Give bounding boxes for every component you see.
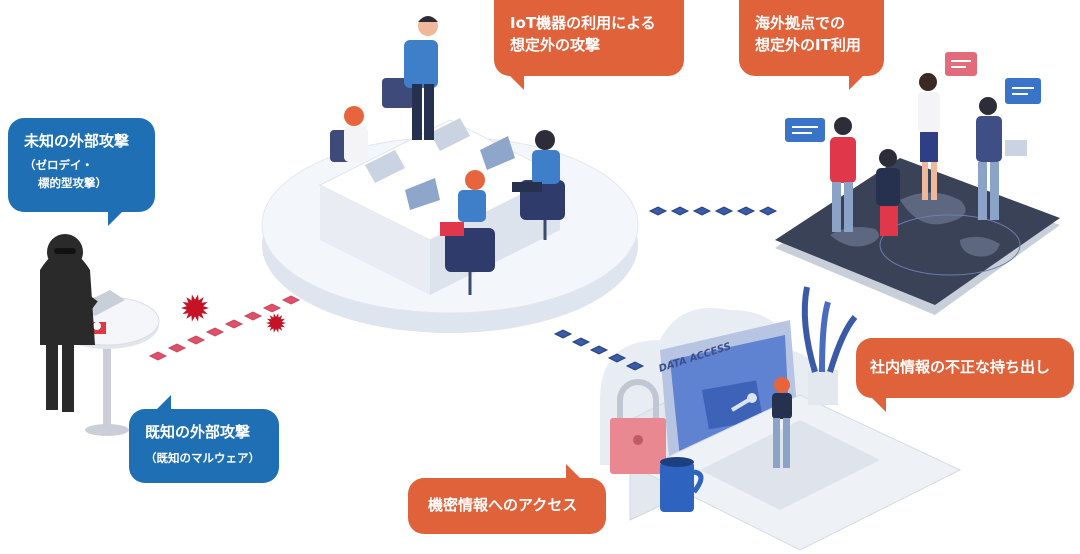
link-square [207,328,223,336]
chat-bubble-icon [785,118,825,142]
virus-icon [181,294,209,321]
overseas-it-line1: 海外拠点での [755,12,884,34]
link-square [738,207,754,215]
world-map-tablet [775,52,1060,315]
person-red-hair [344,106,368,162]
bubble-known-attack: 既知の外部攻撃 （既知のマルウェア） [129,409,279,483]
link-square [591,346,607,354]
overseas-it-line2: 想定外のIT利用 [755,34,884,56]
bubble-unknown-attack: 未知の外部攻撃 （ゼロデイ・ 標的型攻撃） [8,118,155,212]
link-square [169,344,185,352]
data-access-laptop: DATA ACCESS [600,287,960,550]
person-standing-phone [404,16,438,140]
link-square [555,330,571,338]
unknown-attack-sub1: （ゼロデイ・ [24,156,155,174]
chat-bubble-icon [945,52,977,76]
bubble-overseas-it: 海外拠点での 想定外のIT利用 [739,0,884,76]
bubble-confidential-access: 機密情報へのアクセス [408,478,606,534]
virus-icon [266,313,286,332]
link-square [245,312,261,320]
link-square [264,304,280,312]
bubble-iot-attack: IoT機器の利用による 想定外の攻撃 [494,0,684,76]
link-square [283,296,299,304]
link-square [226,320,242,328]
plant-icon [805,287,855,405]
link-square [672,207,688,215]
link-square [188,336,204,344]
link-square [760,207,776,215]
blue-link-office-map [650,207,776,215]
known-attack-sub: （既知のマルウェア） [145,449,279,467]
link-square [694,207,710,215]
link-square [573,338,589,346]
confidential-access-text: 機密情報へのアクセス [428,494,606,516]
iot-attack-line2: 想定外の攻撃 [510,34,684,56]
known-attack-title: 既知の外部攻撃 [145,421,279,443]
link-square [650,207,666,215]
unknown-attack-sub2: 標的型攻撃） [24,174,155,192]
iot-attack-line1: IoT機器の利用による [510,12,684,34]
link-square [716,207,732,215]
hacker [40,234,159,436]
bubble-data-leak: 社内情報の不正な持ち出し [856,338,1074,398]
chat-bubble-icon [1005,78,1041,104]
data-leak-text: 社内情報の不正な持ち出し [870,356,1074,378]
unknown-attack-title: 未知の外部攻撃 [24,130,155,152]
link-square [150,352,166,360]
